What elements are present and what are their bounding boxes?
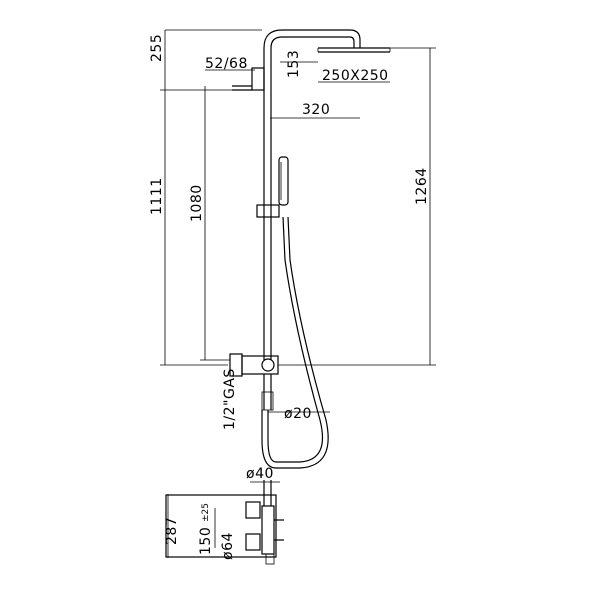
dim-pipe-diameter: ø40	[246, 466, 274, 482]
dim-head-size: 250X250	[322, 68, 389, 84]
dimension-lines	[160, 29, 436, 558]
dim-arm-length: 320	[302, 102, 330, 118]
dim-centers-tolerance: ±25	[201, 503, 211, 522]
hand-shower	[256, 156, 329, 469]
dim-total-height: 1264	[414, 167, 430, 205]
rain-shower-head	[317, 47, 391, 53]
dim-top-height: 255	[149, 34, 165, 62]
dim-arm-diameter: 52/68	[205, 56, 248, 72]
dim-hose-diameter: ø20	[284, 406, 312, 422]
dim-inlet: 1/2"GAS	[222, 368, 238, 430]
dim-mixer-depth: 287	[164, 517, 180, 545]
dim-centers: 150	[198, 527, 214, 555]
dim-head-thickness: 153	[286, 50, 302, 78]
dim-bar-height: 1080	[189, 184, 205, 222]
dim-mixer-to-arm: 1111	[149, 177, 165, 215]
mixer-valve-plan	[165, 480, 284, 565]
riser-pipe	[263, 29, 361, 360]
dim-inlet-diameter: ø64	[220, 532, 236, 560]
